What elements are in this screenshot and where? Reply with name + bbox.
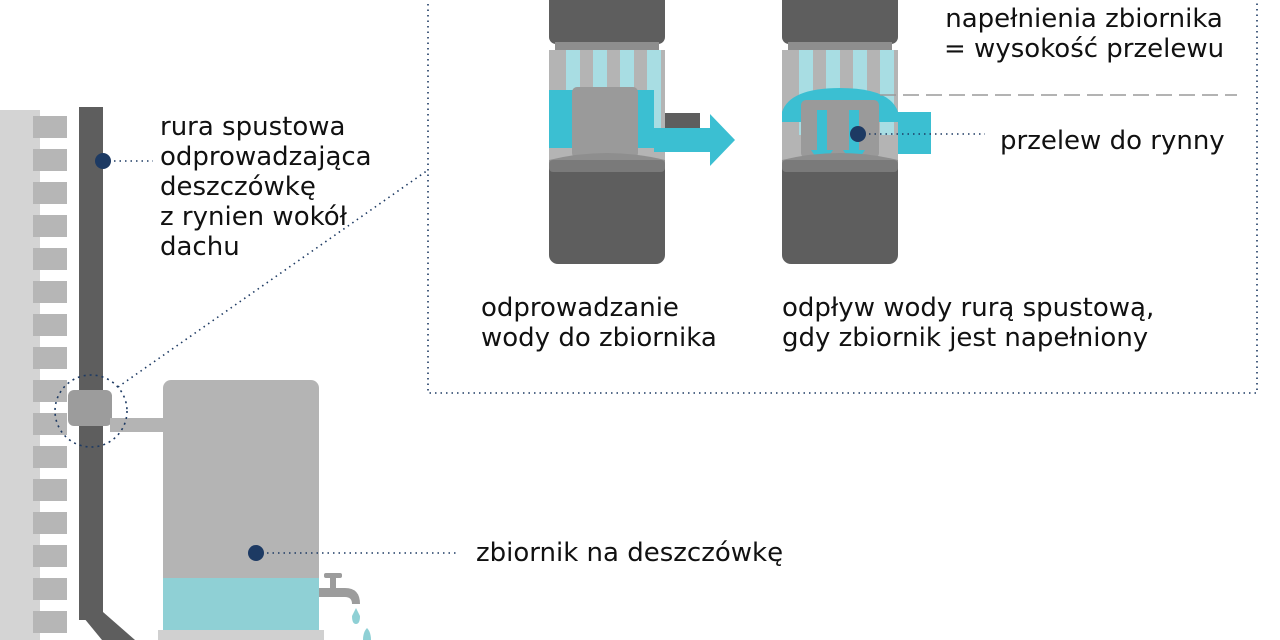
label-line: odprowadzanie — [481, 293, 679, 323]
label-line: gdy zbiornik jest napełniony — [782, 323, 1149, 353]
label-line: = wysokość przelewu — [944, 34, 1225, 64]
leader-tank — [248, 545, 456, 561]
wall-brick — [33, 182, 67, 204]
wall-brick — [33, 149, 67, 171]
wall-brick — [33, 281, 67, 303]
tank-water — [163, 578, 319, 640]
wall-bricks — [33, 116, 67, 633]
label-tank: zbiornik na deszczówkę — [476, 538, 784, 568]
wall-brick — [33, 413, 67, 435]
wall-brick — [33, 578, 67, 600]
detail-frame — [427, 0, 1258, 394]
label-to-tank: odprowadzanie wody do zbiornika — [481, 293, 717, 353]
flow-arrow-icon — [654, 114, 735, 166]
wall-brick — [33, 446, 67, 468]
wall-brick — [33, 479, 67, 501]
wall-brick — [33, 611, 67, 633]
wall-brick — [33, 116, 67, 138]
wall-brick — [33, 248, 67, 270]
wall-brick — [33, 545, 67, 567]
label-line: napełnienia zbiornika — [945, 4, 1223, 34]
wall-brick — [33, 380, 67, 402]
label-line: odpływ wody rurą spustową, — [782, 293, 1155, 323]
water-drop-icon — [363, 628, 371, 640]
label-overflow: przelew do rynny — [1000, 126, 1225, 156]
label-line: odprowadzająca — [160, 142, 372, 172]
wall-brick — [33, 215, 67, 237]
down-arrow-icon — [811, 110, 833, 166]
label-line: deszczówkę — [160, 172, 316, 202]
leader-downpipe — [95, 153, 153, 169]
wall-brick — [33, 512, 67, 534]
label-line: dachu — [160, 232, 240, 262]
label-line: z rynien wokół — [160, 202, 348, 232]
leader-overflow — [850, 126, 985, 142]
zoom-circle — [54, 374, 128, 448]
diverter-detail-full — [782, 0, 931, 264]
water-drop-icon — [352, 608, 360, 624]
label-downpipe: rura spustowa odprowadzająca deszczówkę … — [160, 112, 372, 262]
tap-icon — [319, 573, 371, 640]
rain-tank — [158, 380, 324, 640]
diverter-detail-filling — [549, 0, 735, 264]
downpipe — [68, 107, 170, 640]
house-wall — [0, 110, 67, 640]
label-line: wody do zbiornika — [481, 323, 717, 353]
label-fill-level: napełnienia zbiornika = wysokość przelew… — [944, 4, 1224, 64]
wall-brick — [33, 314, 67, 336]
label-when-full: odpływ wody rurą spustową, gdy zbiornik … — [782, 293, 1154, 353]
wall-brick — [33, 347, 67, 369]
label-line: rura spustowa — [160, 112, 346, 142]
